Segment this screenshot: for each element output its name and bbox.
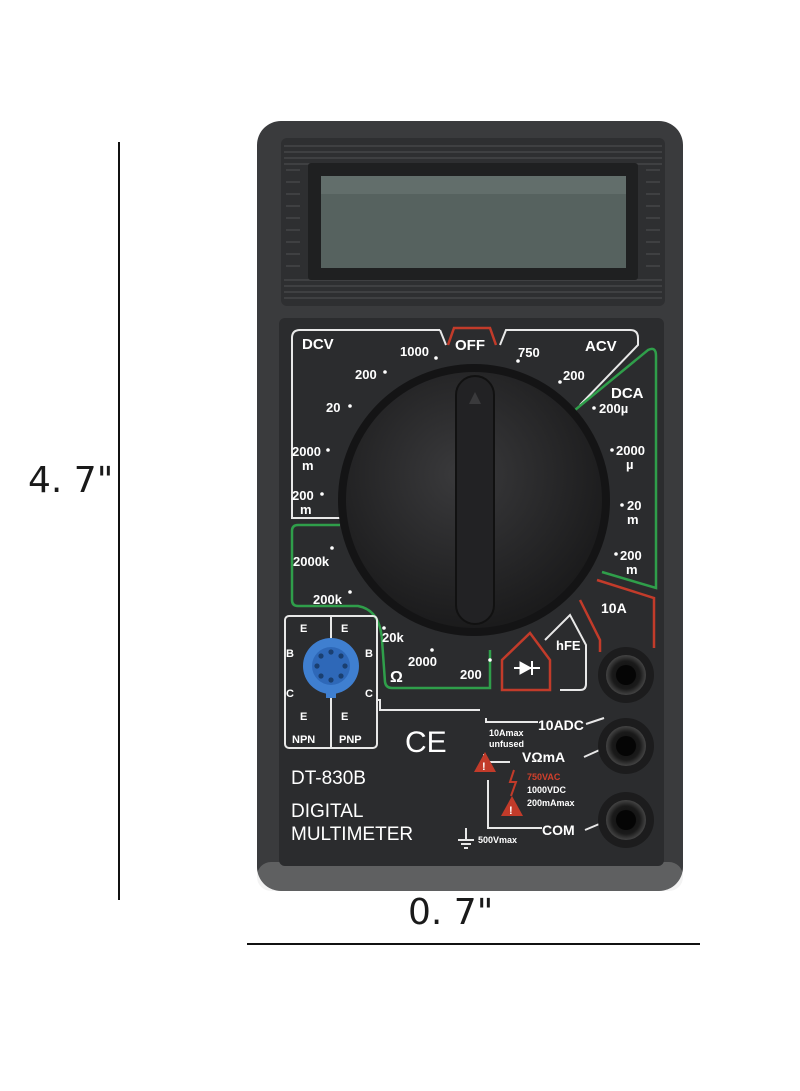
socket-label-b-pnp: B bbox=[365, 648, 373, 660]
device-name-line2: MULTIMETER bbox=[291, 824, 413, 845]
dcv-range-20: 20 bbox=[326, 400, 340, 415]
dca-range-200m-unit: m bbox=[626, 562, 638, 577]
rotary-knob-pointer[interactable] bbox=[455, 375, 495, 625]
socket-label-c-pnp: C bbox=[365, 688, 373, 700]
pointer-arrow-icon bbox=[469, 392, 481, 404]
dca-label: DCA bbox=[611, 385, 644, 402]
amp10-frame bbox=[596, 578, 656, 648]
dcv-range-1000: 1000 bbox=[400, 344, 429, 359]
ohm-range-200k: 200k bbox=[313, 592, 343, 607]
diode-icon bbox=[514, 661, 540, 675]
dca-range-2000u: 2000 bbox=[616, 443, 645, 458]
body-edge bbox=[257, 862, 683, 891]
socket-label-e-npn-top: E bbox=[300, 623, 307, 635]
dca-range-20m-unit: m bbox=[627, 512, 639, 527]
jack-vohm-note3: 200mAmax bbox=[527, 798, 575, 808]
socket-label-e-pnp-top: E bbox=[341, 623, 348, 635]
dcv-frame bbox=[291, 329, 440, 519]
acv-label: ACV bbox=[585, 338, 617, 355]
socket-label-c-npn: C bbox=[286, 688, 294, 700]
dcv-range-2000m-unit: m bbox=[302, 458, 314, 473]
jack-vohm-note1: 750VAC bbox=[527, 772, 561, 782]
ohm-range-20k: 20k bbox=[382, 630, 404, 645]
dca-range-20m: 20 bbox=[627, 498, 641, 513]
npn-label: NPN bbox=[292, 734, 315, 746]
jack-10adc-note1: 10Amax bbox=[489, 728, 524, 738]
jack-vohm-label: VΩmA bbox=[522, 749, 565, 765]
dca-range-200m: 200 bbox=[620, 548, 642, 563]
jack-com-note: 500Vmax bbox=[478, 835, 517, 845]
dcv-range-200m: 200 bbox=[292, 488, 314, 503]
jack-10adc-note2: unfused bbox=[489, 739, 524, 749]
ohm-range-2000k: 2000k bbox=[293, 554, 330, 569]
off-frame bbox=[446, 326, 498, 346]
dca-frame bbox=[574, 347, 658, 590]
height-dimension-label: 4. 7" bbox=[28, 460, 114, 501]
ohm-range-200: 200 bbox=[460, 667, 482, 682]
lcd-glare bbox=[321, 176, 626, 194]
jack-vohm-note2: 1000VDC bbox=[527, 785, 567, 795]
model-number: DT-830B bbox=[291, 768, 366, 789]
ohm-frame bbox=[290, 523, 492, 690]
socket-label-b-npn: B bbox=[286, 648, 294, 660]
width-dimension-label: 0. 7" bbox=[408, 892, 494, 933]
dcv-range-200m-unit: m bbox=[300, 502, 312, 517]
acv-range-200: 200 bbox=[563, 368, 585, 383]
jack-vohm-ma[interactable] bbox=[598, 718, 654, 774]
ohm-range-2000: 2000 bbox=[408, 654, 437, 669]
range-dots bbox=[320, 356, 624, 662]
high-voltage-warning-icon: ! bbox=[501, 769, 523, 817]
ohm-symbol: Ω bbox=[390, 669, 403, 686]
height-dimension-line bbox=[118, 142, 120, 900]
socket-label-e-pnp-bottom: E bbox=[341, 711, 348, 723]
dcv-range-2000m: 2000 bbox=[292, 444, 321, 459]
hfe-frame bbox=[544, 613, 587, 691]
hfe-label: hFE bbox=[556, 638, 581, 653]
socket-label-e-npn-bottom: E bbox=[300, 711, 307, 723]
svg-text:!: ! bbox=[482, 761, 486, 773]
dca-range-200u: 200µ bbox=[599, 401, 628, 416]
dcv-range-200: 200 bbox=[355, 367, 377, 382]
jack-10adc-label: 10ADC bbox=[538, 717, 584, 733]
dcv-label: DCV bbox=[302, 336, 334, 353]
ce-mark: CE bbox=[405, 726, 447, 759]
off-label: OFF bbox=[455, 337, 485, 354]
hfe-transistor-socket[interactable] bbox=[303, 638, 359, 698]
acv-frame bbox=[499, 329, 639, 406]
device-name-line1: DIGITAL bbox=[291, 801, 364, 822]
diode-frame bbox=[500, 631, 552, 692]
jack-com-label: COM bbox=[542, 822, 575, 838]
jack-10adc[interactable] bbox=[598, 647, 654, 703]
amp10-label: 10A bbox=[601, 600, 627, 616]
dca-range-2000u-unit: µ bbox=[626, 457, 634, 472]
acv-range-750: 750 bbox=[518, 345, 540, 360]
pnp-label: PNP bbox=[339, 734, 362, 746]
width-dimension-line bbox=[247, 943, 700, 945]
warning-triangle-icon: ! bbox=[474, 752, 496, 773]
svg-text:!: ! bbox=[509, 805, 513, 817]
jack-com[interactable] bbox=[598, 792, 654, 848]
